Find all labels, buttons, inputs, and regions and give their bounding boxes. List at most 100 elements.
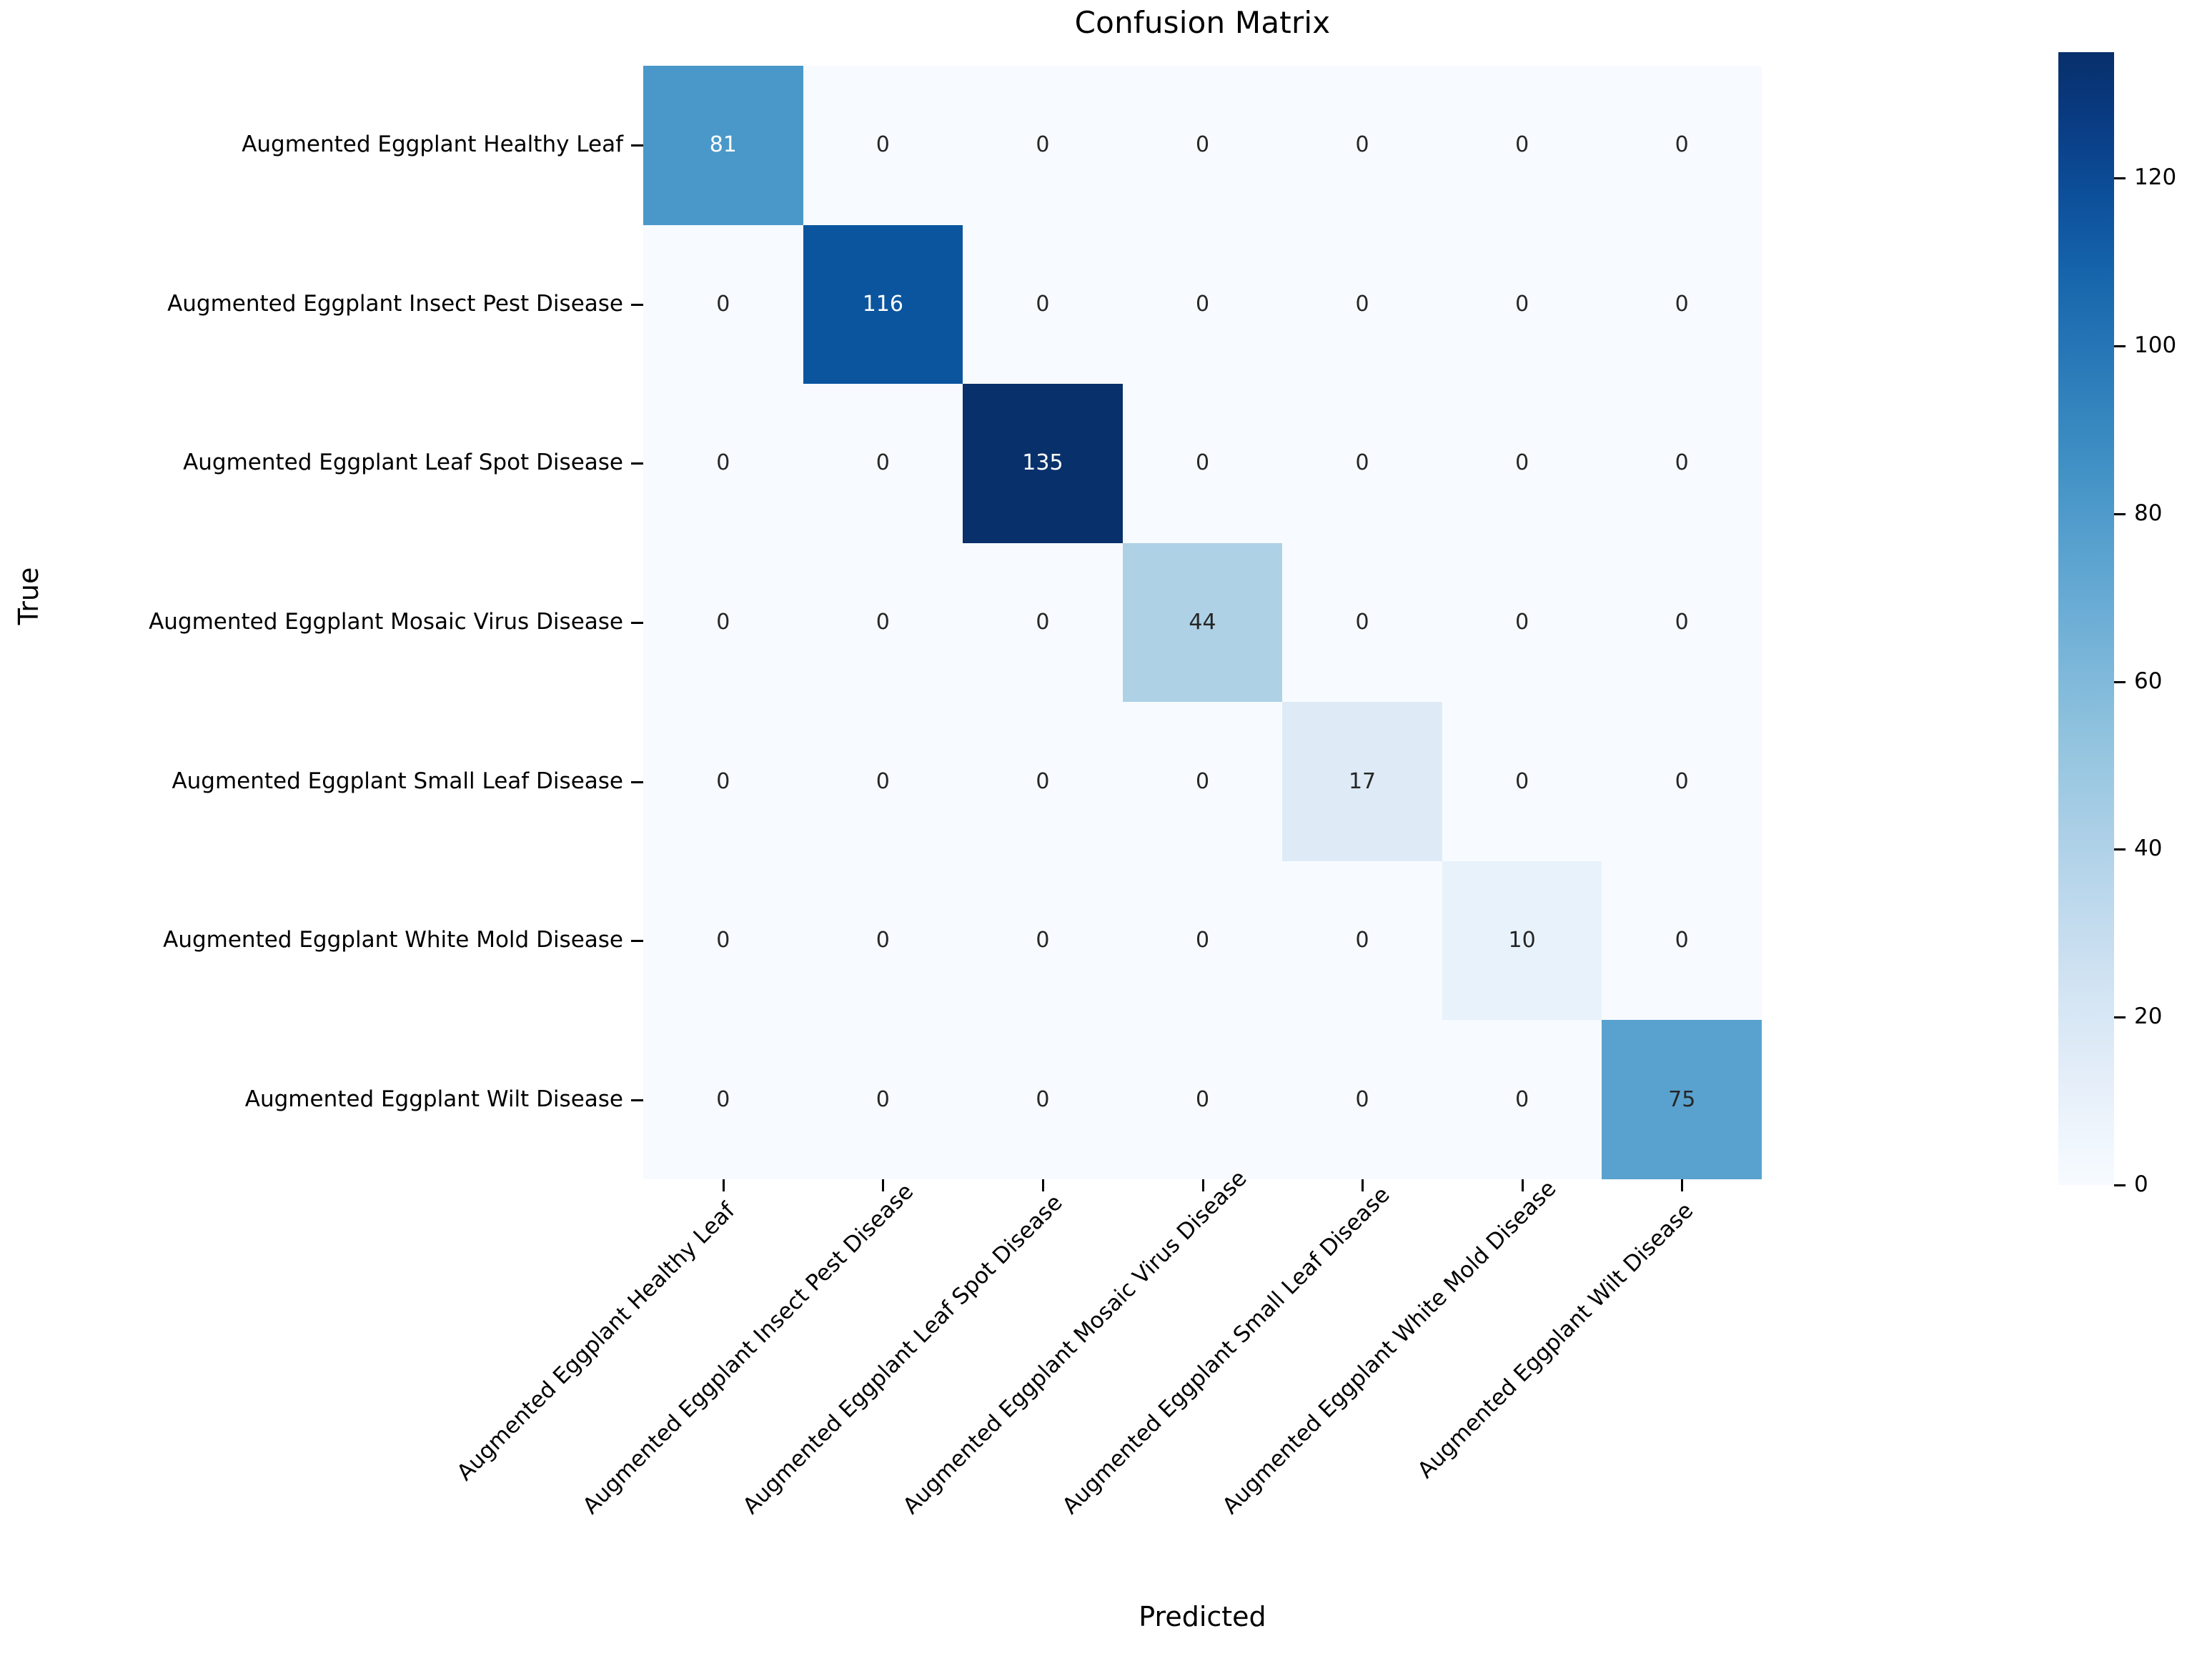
matrix-cell-value: 0 [1675,928,1689,953]
matrix-cell: 0 [1282,66,1442,225]
colorbar-tick-label: 120 [2134,164,2177,191]
matrix-cell-value: 0 [1675,132,1689,158]
matrix-cell: 0 [1282,542,1442,703]
matrix-cell-value: 0 [716,609,730,635]
matrix-cell: 17 [1282,702,1442,861]
matrix-cell-value: 0 [876,768,890,794]
y-tick-label: Augmented Eggplant Wilt Disease [244,1086,623,1112]
x-tick-label: Augmented Eggplant Wilt Disease [1412,1197,1699,1484]
matrix-cell: 0 [963,542,1123,703]
matrix-cell-value: 0 [876,1086,890,1112]
matrix-cell: 0 [1442,702,1602,861]
matrix-cell-value: 0 [1675,291,1689,317]
colorbar-tick-mark [2114,512,2126,515]
matrix-cell: 0 [643,224,803,385]
matrix-cell-value: 0 [1036,609,1050,635]
matrix-cell: 0 [1442,384,1602,543]
matrix-cell: 0 [1122,861,1283,1021]
matrix-cell: 116 [803,224,963,385]
matrix-cell: 0 [1122,702,1283,861]
matrix-cell-value: 0 [876,450,890,476]
x-tick-mark [1521,1179,1524,1191]
matrix-cell: 135 [963,384,1123,543]
y-tick-mark [631,1099,643,1101]
matrix-cell: 0 [803,861,963,1021]
matrix-cell-value: 0 [1195,450,1210,476]
matrix-cell-value: 0 [1355,450,1369,476]
chart-title: Confusion Matrix [1074,5,1331,40]
y-tick-label: Augmented Eggplant Insect Pest Disease [167,290,623,317]
matrix-cell: 0 [643,1020,803,1179]
y-axis-title: True [13,567,44,625]
y-tick-label: Augmented Eggplant Leaf Spot Disease [183,450,623,476]
matrix-cell: 0 [963,702,1123,861]
y-tick-label: Augmented Eggplant Mosaic Virus Disease [149,609,623,635]
matrix-cell-value: 0 [1036,768,1050,794]
matrix-cell-value: 17 [1348,768,1377,794]
matrix-cell-value: 0 [1036,1086,1050,1112]
y-tick-label: Augmented Eggplant White Mold Disease [163,927,623,953]
matrix-cell: 0 [643,384,803,543]
colorbar-tick-label: 80 [2134,500,2163,526]
matrix-cell: 0 [803,66,963,225]
matrix-cell: 0 [1602,224,1762,385]
colorbar-tick-mark [2114,344,2126,347]
matrix-cell-value: 0 [1515,132,1529,158]
matrix-cell-value: 0 [1355,928,1369,953]
matrix-cell: 0 [963,224,1123,385]
matrix-cell-value: 0 [716,768,730,794]
matrix-cell-value: 75 [1668,1086,1696,1112]
y-tick-mark [631,144,643,147]
y-tick-mark [631,462,643,465]
matrix-cell-value: 0 [876,132,890,158]
x-tick-label: Augmented Eggplant Mosaic Virus Disease [898,1165,1252,1519]
matrix-cell: 0 [1122,66,1283,225]
x-tick-label: Augmented Eggplant Insect Pest Disease [577,1179,919,1519]
matrix-cell: 0 [1602,861,1762,1021]
matrix-cell: 0 [963,1020,1123,1179]
matrix-cell-value: 0 [1515,609,1529,635]
matrix-cell: 0 [1602,384,1762,543]
matrix-cell: 10 [1442,861,1602,1021]
matrix-cell-value: 0 [1515,768,1529,794]
matrix-cell: 0 [643,702,803,861]
matrix-cell: 0 [1122,1020,1283,1179]
matrix-cell-value: 135 [1022,450,1063,476]
colorbar-tick-label: 100 [2134,332,2177,358]
x-tick-label: Augmented Eggplant Small Leaf Disease [1057,1181,1395,1519]
y-tick-label: Augmented Eggplant Healthy Leaf [242,132,623,158]
matrix-cell: 0 [1602,542,1762,703]
matrix-cell-value: 10 [1508,928,1536,953]
matrix-cell-value: 0 [1036,928,1050,953]
matrix-cell: 0 [1602,66,1762,225]
colorbar-tick-mark [2114,1184,2126,1186]
x-tick-mark [882,1179,885,1191]
matrix-cell: 0 [1122,384,1283,543]
matrix-cell: 0 [803,702,963,861]
x-tick-label: Augmented Eggplant White Mold Disease [1217,1175,1561,1519]
matrix-cell: 0 [803,384,963,543]
x-tick-mark [1362,1179,1364,1191]
matrix-cell-value: 0 [1036,132,1050,158]
matrix-cell-value: 0 [716,928,730,953]
matrix-cell-value: 81 [709,132,737,158]
matrix-cell-value: 44 [1189,609,1216,635]
matrix-cell: 0 [643,542,803,703]
y-tick-mark [631,940,643,943]
matrix-cell-value: 0 [1515,1086,1529,1112]
matrix-cell: 0 [1282,384,1442,543]
x-tick-mark [722,1179,725,1191]
matrix-cell: 0 [803,1020,963,1179]
matrix-cell: 0 [643,861,803,1021]
y-tick-mark [631,303,643,306]
y-tick-mark [631,622,643,624]
matrix-cell-value: 0 [1355,1086,1369,1112]
x-tick-mark [1681,1179,1684,1191]
matrix-cell: 0 [963,66,1123,225]
matrix-cell-value: 0 [716,1086,730,1112]
matrix-cell: 0 [1602,702,1762,861]
matrix-cell: 0 [1442,66,1602,225]
x-tick-mark [1041,1179,1044,1191]
